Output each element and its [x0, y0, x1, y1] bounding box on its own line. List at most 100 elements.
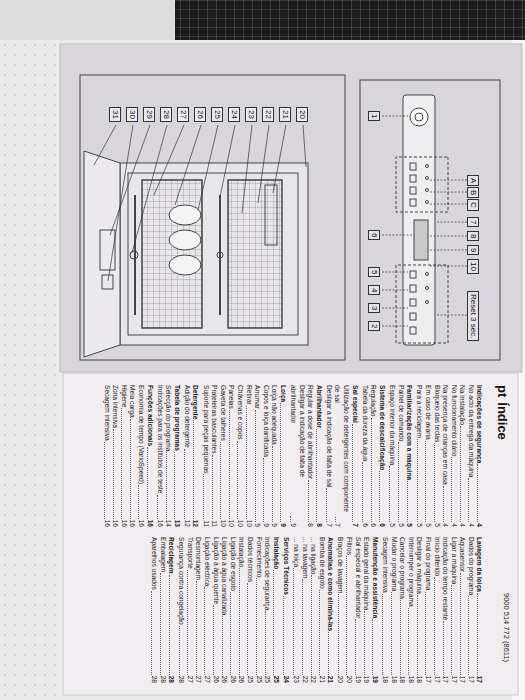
page-number: 12 [182, 520, 191, 527]
dot-leader [157, 495, 158, 519]
page-number: 9 [288, 523, 297, 527]
page-number: 16 [136, 520, 145, 527]
index-entry: Desligar a indicação de falta de sal7 [324, 385, 333, 527]
dot-leader [443, 621, 444, 674]
entry-name: Aquasensor [458, 537, 467, 572]
entry-name: Fornecimento [254, 537, 263, 577]
dot-leader [389, 466, 390, 522]
dot-leader [187, 570, 188, 675]
entry-name: Chávenas e copos [235, 385, 244, 440]
dot-leader [407, 481, 408, 522]
entry-name: Tabela de programas [172, 385, 181, 451]
page-number: 27 [185, 676, 194, 683]
page-number: 25 [271, 676, 280, 683]
dot-leader [379, 471, 380, 522]
page-number: 19 [353, 676, 362, 683]
callout-text: 9 [469, 248, 478, 252]
entry-name: Secagem intensiva [380, 537, 389, 593]
entry-name: Detergente [191, 385, 200, 419]
dot-leader [293, 568, 294, 675]
index-entry: Utilização de detergentes com componente… [333, 385, 350, 527]
index-entry: Manutenção e assistência19 [370, 537, 379, 683]
page-number: 6 [360, 523, 369, 527]
dot-leader [280, 403, 281, 522]
page-number: 18 [415, 676, 424, 683]
index-column: Lavagem da loiça17Dados do programa17Aqu… [149, 537, 485, 683]
callout-number: 24 [228, 107, 240, 122]
page-number: 13 [172, 520, 181, 527]
page-number: 5 [396, 523, 405, 527]
entry-name: Anomalias e como eliminá-las [326, 537, 335, 631]
entry-name: Bomba de esgoto [317, 537, 326, 589]
entry-name: Adição do detergente [182, 385, 191, 448]
page-number: 28 [149, 676, 158, 683]
page-number: 21 [317, 676, 326, 683]
entry-name: ... na lavagem [300, 537, 309, 578]
entry-name: Loiça não adequada [270, 385, 279, 445]
entry-name: Transporte [185, 537, 194, 569]
callout-text: A [469, 178, 478, 183]
index-entry: Espaço interior da máquina5 [387, 385, 396, 527]
entry-name: Dados do programa [466, 537, 475, 595]
index-entry: Estado geral da máquina19 [362, 537, 371, 683]
callout-number: 10 [467, 259, 479, 274]
index-entry: Na instalação4 [458, 385, 467, 527]
index-entry: Dados do programa17 [466, 537, 475, 683]
page-number: 7 [333, 523, 342, 527]
index-entry: No acto da entrega da máquina4 [466, 385, 475, 527]
page-number: 4 [466, 523, 475, 527]
index-entry: Tabela da dureza da água 6 [360, 385, 369, 527]
entry-name: Regulação [369, 385, 378, 417]
page-number: 22 [309, 676, 318, 683]
dot-leader [166, 452, 167, 518]
entry-name: Indicações de segurança [263, 537, 272, 610]
callout-text: 22 [264, 110, 273, 119]
page-number: 4 [458, 523, 467, 527]
page-number: 17 [449, 676, 458, 683]
index-entry: Lavagem da loiça17 [475, 537, 484, 683]
page-number: 28 [158, 676, 167, 683]
dot-leader [417, 439, 418, 522]
callout-number: 7 [467, 217, 479, 227]
page-number: 23 [291, 676, 300, 683]
entry-name: Zona intensiva [111, 385, 120, 428]
page-number: 19 [362, 676, 371, 683]
page-number: 6 [377, 523, 386, 527]
dot-leader [104, 442, 105, 519]
page-number: 16 [119, 520, 128, 527]
dot-leader [256, 578, 257, 674]
callout-number: 22 [262, 107, 274, 122]
callout-text: 4 [370, 288, 379, 292]
index-entry: Transporte 27 [185, 537, 194, 683]
index-entry: Loiça não adequada9 [270, 385, 279, 527]
index-entry: Economia de tempo (VarioSpeed)16 [136, 385, 145, 527]
dot-leader [468, 478, 469, 522]
page-number: 26 [220, 676, 229, 683]
page-number: 10 [218, 520, 227, 527]
page-number: 25 [263, 676, 272, 683]
entry-name: Gaveta de talheres [218, 385, 227, 441]
entry-name: Desligar a indicação de falta de abrilha… [288, 385, 305, 515]
index-entry: Regulação6 [369, 385, 378, 527]
callout-number: 31 [109, 107, 121, 122]
callout-number: 20 [296, 107, 308, 122]
index-entry: Serviços Técnicos24 [281, 537, 290, 683]
index-entry: Instalação25 [271, 537, 280, 683]
callout-text: 8 [469, 234, 478, 238]
entry-name: Ligação à água quente [211, 537, 220, 604]
entry-name: Tabela da dureza da água [360, 385, 369, 461]
dot-leader [121, 408, 122, 518]
dot-leader [451, 457, 452, 522]
entry-name: Utilização de detergentes com componente… [333, 385, 350, 516]
dot-leader [220, 442, 221, 519]
index-entry: Detergente12 [191, 385, 200, 527]
index-entry: Segurança contra congelação28 [177, 537, 186, 683]
page-number: 4 [449, 523, 458, 527]
callout-text: C [469, 202, 478, 208]
index-entry: Indicações para os institutos de teste16 [155, 385, 164, 527]
page-number: 10 [244, 520, 253, 527]
entry-name: Prateleiras basculantes [210, 385, 219, 454]
dot-leader [468, 596, 469, 674]
entry-name: Aparelhos usados [149, 537, 158, 590]
page-number: 9 [278, 523, 287, 527]
